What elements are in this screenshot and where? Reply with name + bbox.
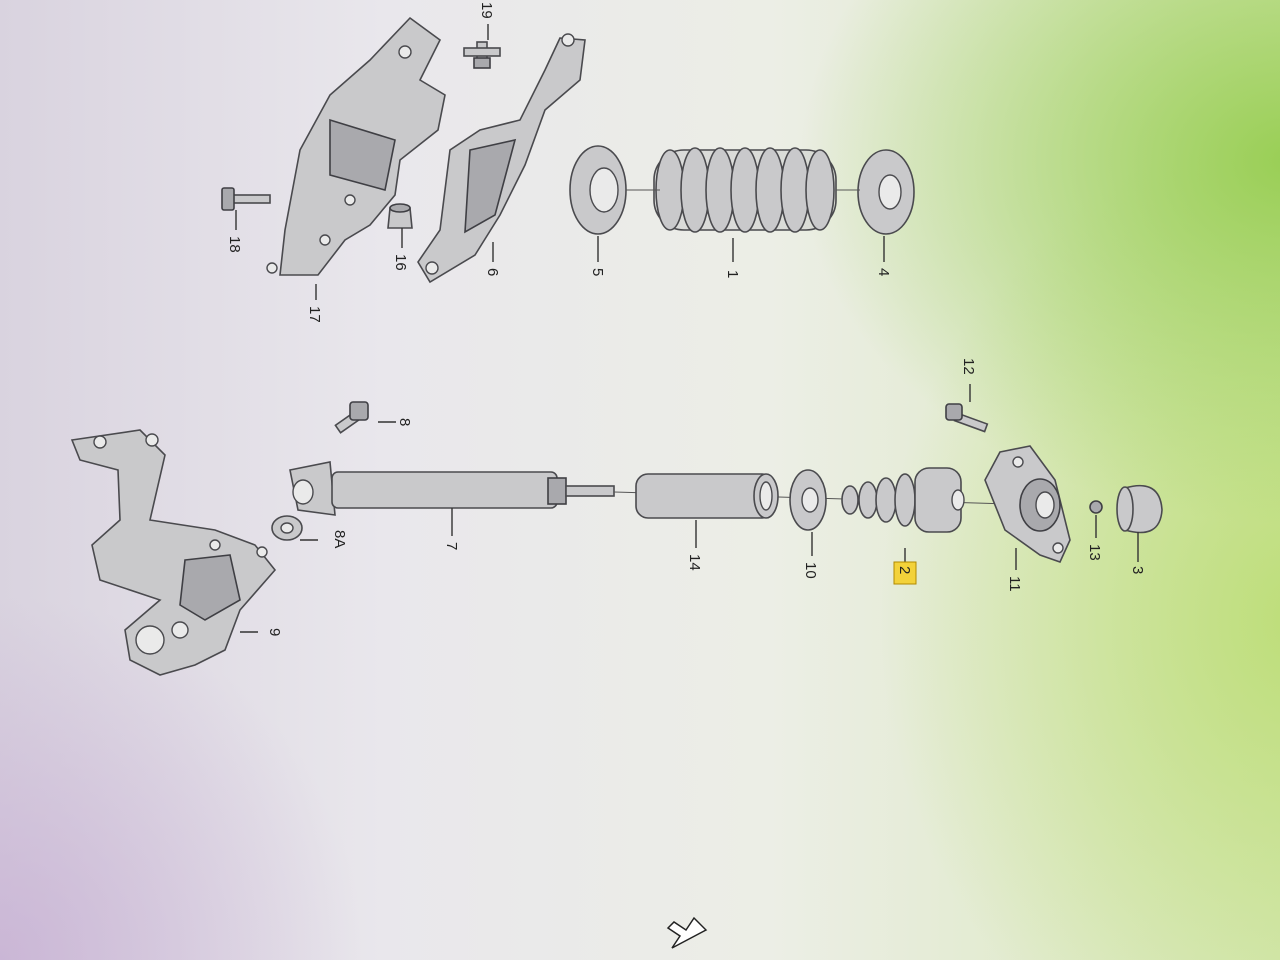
bolt-part-19 [463,41,501,69]
spring-pad-part-4 [857,149,915,235]
callout-13: 13 [1086,544,1103,561]
control-arm-part-6 [417,33,586,284]
washer-part-8a [271,515,303,541]
bump-stop-part-2 [841,467,965,533]
wheel-carrier-part-9 [70,429,277,676]
top-mount-part-11 [984,445,1071,563]
callout-3: 3 [1129,566,1146,574]
callout-18: 18 [226,236,243,253]
leader-lines [235,24,1139,633]
shock-absorber-part-7 [289,461,615,516]
bolt-part-8 [334,401,369,434]
callout-12: 12 [960,358,977,375]
callout-2-highlight [893,561,917,585]
callout-6: 6 [484,268,501,276]
callout-10: 10 [802,562,819,579]
callout-8a: 8A [331,530,348,548]
callout-14: 14 [686,554,703,571]
callout-2: 2 [896,566,913,574]
bolt-part-18 [221,187,271,211]
callout-19: 19 [478,2,495,19]
callout-4: 4 [875,268,892,276]
bracket-part-17 [266,16,446,276]
spring-seat-part-5 [569,145,627,235]
callout-labels: 1 2 3 4 5 6 7 8 8A 9 10 11 12 13 14 16 1… [226,2,1146,636]
protective-tube-part-14 [635,473,779,519]
callout-16: 16 [392,254,409,271]
coil-spring-part-1 [653,147,837,233]
cap-part-3 [1116,484,1163,534]
callout-8: 8 [396,418,413,426]
callout-7: 7 [443,542,460,550]
callout-11: 11 [1006,576,1023,592]
bolt-part-12 [945,403,989,433]
stop-cup-part-10 [789,469,827,531]
callout-1: 1 [724,270,741,278]
callout-17: 17 [306,306,323,323]
nut-part-13 [1089,500,1103,514]
mouse-pointer-icon [666,916,708,949]
callout-9: 9 [266,628,283,636]
bushing-part-16 [387,203,413,229]
callout-5: 5 [589,268,606,276]
